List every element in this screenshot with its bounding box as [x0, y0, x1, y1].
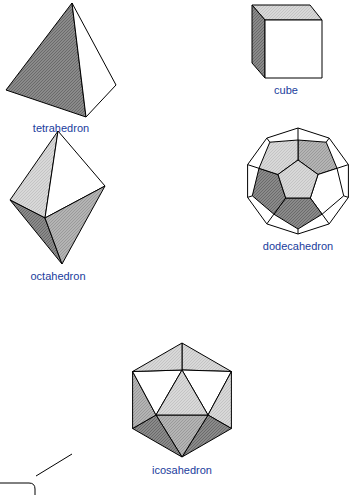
- dodecahedron-figure: [248, 128, 349, 234]
- shape-label: cube: [274, 84, 298, 96]
- shape-label: dodecahedron: [263, 240, 333, 252]
- icosahedron-figure: [133, 343, 232, 457]
- tetrahedron-figure: [6, 3, 116, 117]
- cube-figure: [252, 5, 322, 78]
- shape-label: icosahedron: [152, 464, 212, 476]
- octahedron-figure: [10, 131, 105, 264]
- stray-callout: [0, 454, 72, 495]
- shape-label: tetrahedron: [33, 122, 89, 134]
- shape-label: octahedron: [30, 270, 85, 282]
